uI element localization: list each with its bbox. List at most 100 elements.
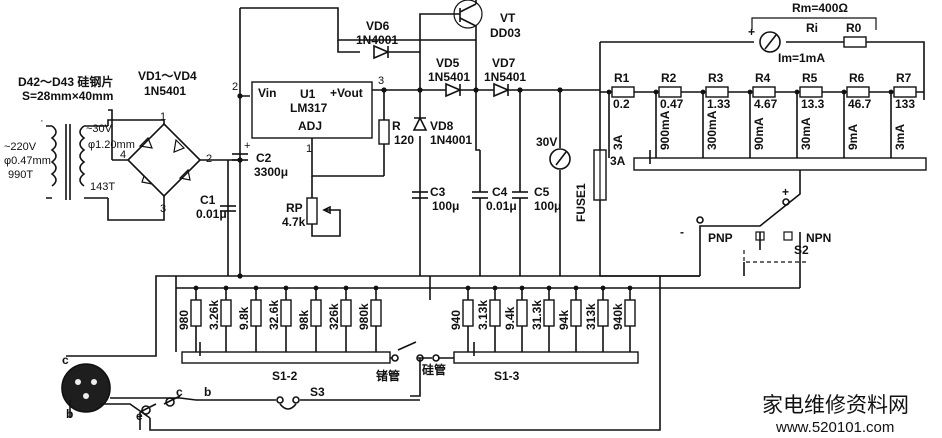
- bank-right-value: 313k: [584, 303, 598, 330]
- bridge-pin-4: 4: [120, 149, 126, 161]
- bank-right-resistor-2: [489, 299, 501, 327]
- node-dot: [747, 89, 753, 95]
- s2-minus: -: [680, 225, 684, 239]
- voltmeter: 30V: [536, 90, 571, 276]
- vd6-part: 1N4001: [356, 33, 398, 47]
- socket-b2-label: b: [204, 385, 211, 399]
- ge-si-switch[interactable]: 锗管 硅管: [376, 341, 454, 397]
- bank-left-value: 3.26k: [207, 300, 221, 330]
- capacitor-c5: C5 100μ: [512, 90, 561, 276]
- c2-ref: C2: [256, 151, 272, 165]
- s2-npn-label: NPN: [806, 231, 831, 245]
- s2-link: [743, 250, 806, 263]
- primary-voltage-label: ~220V: [4, 141, 37, 153]
- vd7-ref: VD7: [492, 56, 516, 70]
- range-label: 3mA: [893, 124, 907, 150]
- rail-input-top: [239, 8, 250, 97]
- primary-dot: ·: [40, 115, 44, 127]
- bank-left-resistor-5: [310, 299, 322, 327]
- rp-ref: RP: [286, 201, 303, 215]
- bank-right-resistor-1: [462, 299, 474, 327]
- series-diodes: VD5 1N5401 VD7 1N5401: [420, 56, 600, 98]
- vd6-diode: [373, 44, 391, 60]
- r-ref: R: [392, 119, 401, 133]
- range-switch-bar[interactable]: [633, 157, 927, 171]
- node-dot: [794, 89, 800, 95]
- s2-ref: S2: [794, 243, 809, 257]
- range-label: 300mA: [705, 110, 719, 150]
- c4-value: 0.01μ: [486, 199, 517, 213]
- shunt-resistor-5: [799, 86, 823, 98]
- vt-ref: VT: [500, 11, 516, 25]
- r0-ref: R0: [846, 21, 862, 35]
- node-dot: [237, 273, 243, 279]
- diode-vd8: VD8 1N4001: [412, 87, 472, 276]
- node-dot: [888, 89, 894, 95]
- transformer: D42～D43 硅钢片 S=28mm×40mm ~220V φ0.47mm 99…: [4, 74, 135, 200]
- shunt-value: 0.2: [613, 97, 630, 111]
- primary-wire-label: φ0.47mm: [4, 155, 51, 167]
- transistor-stage: VD6 1N4001 VT DD03: [337, 0, 521, 90]
- bridge-part: 1N5401: [144, 84, 186, 98]
- shunt-value: 0.47: [660, 97, 684, 111]
- silicon-label: 硅管: [422, 362, 446, 377]
- s2-pnp-label: PNP: [708, 231, 733, 245]
- svg-text:+: +: [244, 140, 250, 152]
- regulator-pin-1: 1: [306, 143, 312, 155]
- meter-rm: Rm=400Ω: [792, 1, 848, 15]
- bank-right-value: 31.3k: [530, 300, 544, 330]
- capacitor-c2: + C2 3300μ: [232, 140, 288, 179]
- vt-part: DD03: [490, 26, 521, 40]
- bank-left-resistor-7: [370, 299, 382, 327]
- c5-ref: C5: [534, 185, 550, 199]
- s2-plus: +: [782, 185, 789, 199]
- shunt-value: 46.7: [848, 97, 872, 111]
- bank-right-resistor-7: [624, 299, 636, 327]
- shunt-resistor-3: [705, 86, 729, 98]
- s1-2-selector-bar[interactable]: [181, 351, 391, 364]
- resistor-r: R 120: [378, 87, 414, 176]
- fuse: 3A FUSE1: [574, 42, 700, 277]
- shunt-value: 133: [895, 97, 915, 111]
- transformer-core-label: D42～D43 硅钢片: [18, 74, 113, 89]
- socket-e-label: e: [136, 409, 143, 423]
- rm-bracket: [751, 17, 877, 30]
- vd5-ref: VD5: [436, 56, 460, 70]
- switch-s2[interactable]: - + PNP NPN S2: [680, 170, 831, 288]
- ri-ref: Ri: [806, 21, 818, 35]
- bridge-pin-3: 3: [160, 203, 166, 215]
- selector-wipers: [199, 342, 475, 356]
- capacitor-c1: C1 0.01μ: [196, 193, 236, 221]
- s3-actuator: [279, 403, 297, 410]
- s1-2-label: S1-2: [272, 369, 298, 383]
- socket-hole: [75, 379, 81, 385]
- s2-contact: [755, 231, 765, 241]
- c1-ref: C1: [200, 193, 216, 207]
- shunt-ref: R2: [661, 71, 677, 85]
- s1-3-selector-bar[interactable]: [453, 351, 639, 364]
- s2-wires: [699, 170, 801, 276]
- s2-terminal: [782, 198, 790, 206]
- bridge-label: VD1～VD4: [138, 69, 197, 83]
- bank-left-value: 98k: [297, 310, 311, 330]
- regulator-lm317: Vin +Vout U1 LM317 ADJ 1 3: [251, 75, 420, 177]
- range-label: 30mA: [799, 117, 813, 150]
- vd7-part: 1N5401: [484, 70, 526, 84]
- r-value: 120: [394, 133, 414, 147]
- switch-s3[interactable]: S3: [196, 385, 420, 410]
- bank-left-resistor-3: [250, 299, 262, 327]
- bank-right-value: 94k: [557, 310, 571, 330]
- socket-c2-label: c: [176, 385, 183, 399]
- shunt-value: 13.3: [801, 97, 825, 111]
- transistor-socket[interactable]: c b e c b: [61, 275, 661, 431]
- range-label: 3A: [611, 134, 625, 150]
- s2-contact: [783, 231, 793, 241]
- socket-body: [61, 363, 111, 413]
- shunt-value: 4.67: [754, 97, 778, 111]
- node-dot: [606, 89, 612, 95]
- bank-right-value: 940: [449, 310, 463, 330]
- bank-left-value: 980: [177, 310, 191, 330]
- bank-left-value: 32.6k: [267, 300, 281, 330]
